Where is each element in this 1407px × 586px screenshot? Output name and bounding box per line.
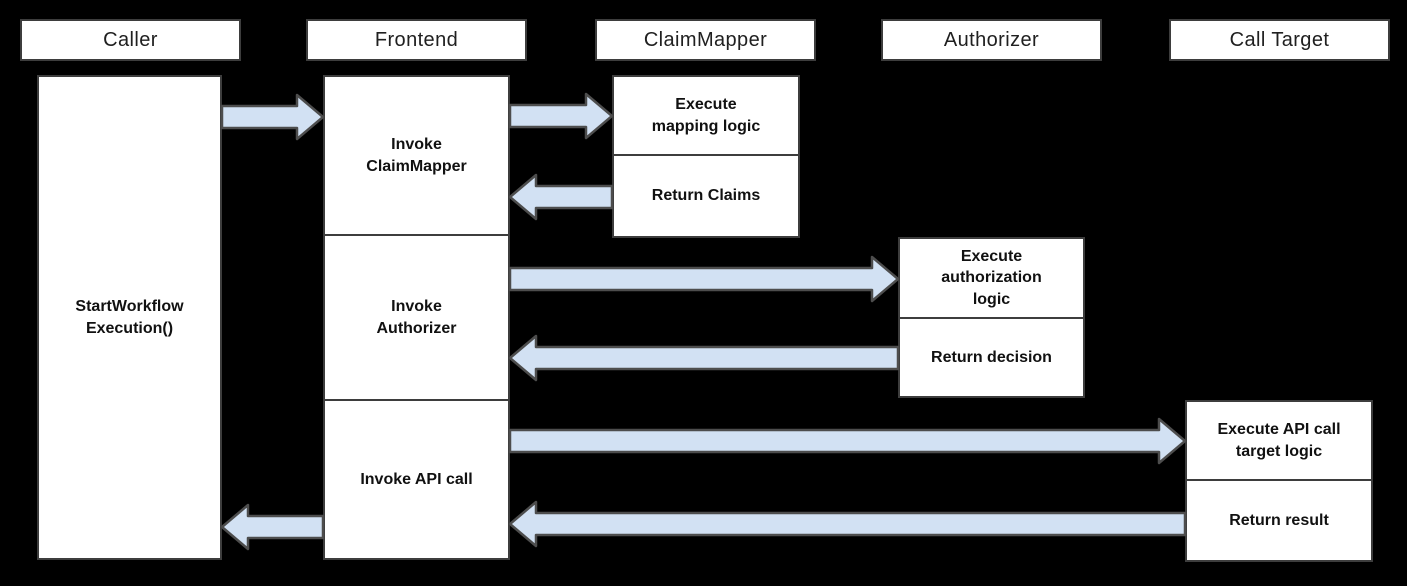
- step-return-decision: Return decision: [900, 316, 1083, 396]
- step-startworkflow-execution: StartWorkflow Execution(): [75, 297, 184, 337]
- arrow-authorizer-to-frontend: [508, 334, 900, 382]
- step-invoke-api-call: Invoke API call: [325, 398, 508, 558]
- caller-lane-box: StartWorkflow Execution(): [37, 75, 222, 560]
- arrow-frontend-to-caller: [220, 503, 325, 551]
- authorizer-lane-box: Execute authorization logic Return decis…: [898, 237, 1085, 398]
- claimmapper-lane-box: Execute mapping logic Return Claims: [612, 75, 800, 238]
- lane-header-caller: Caller: [20, 19, 241, 61]
- lane-header-authorizer: Authorizer: [881, 19, 1102, 61]
- frontend-lane-box: Invoke ClaimMapper Invoke Authorizer Inv…: [323, 75, 510, 560]
- arrow-frontend-to-claimmapper: [508, 92, 614, 140]
- lane-header-frontend: Frontend: [306, 19, 527, 61]
- arrow-frontend-to-authorizer: [508, 255, 900, 303]
- lane-header-claimmapper: ClaimMapper: [595, 19, 816, 61]
- arrow-caller-to-frontend: [220, 93, 325, 141]
- arrow-calltarget-to-frontend: [508, 500, 1187, 548]
- step-execute-mapping-logic: Execute mapping logic: [651, 95, 761, 135]
- calltarget-lane-box: Execute API call target logic Return res…: [1185, 400, 1373, 562]
- arrow-claimmapper-to-frontend: [508, 173, 614, 221]
- step-execute-authorization-logic: Execute authorization logic: [941, 247, 1042, 308]
- step-execute-api-call-target-logic: Execute API call target logic: [1217, 420, 1341, 460]
- arrow-frontend-to-calltarget: [508, 417, 1187, 465]
- step-return-claims: Return Claims: [614, 154, 798, 236]
- lane-header-calltarget: Call Target: [1169, 19, 1390, 61]
- step-invoke-claimmapper: Invoke ClaimMapper: [366, 136, 467, 175]
- step-return-result: Return result: [1187, 479, 1371, 560]
- step-invoke-authorizer: Invoke Authorizer: [325, 234, 508, 398]
